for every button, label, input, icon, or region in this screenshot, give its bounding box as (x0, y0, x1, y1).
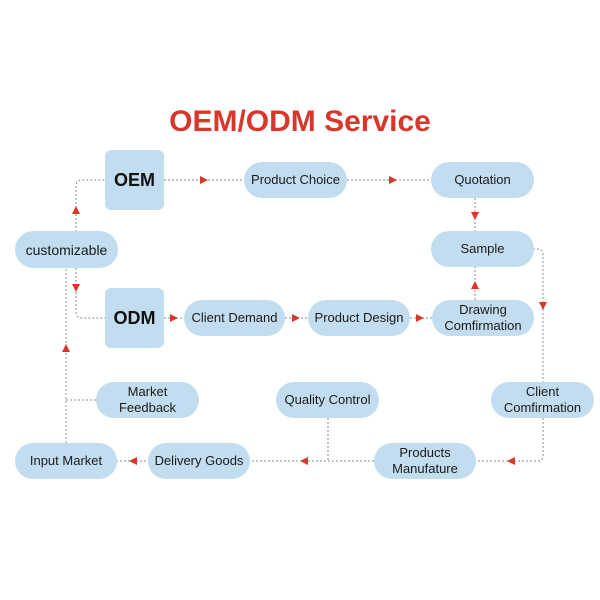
node-label: Product Design (314, 310, 404, 325)
node-quality-control[interactable]: Quality Control (276, 382, 379, 418)
node-odm[interactable]: ODM (105, 288, 164, 348)
node-label: Delivery Goods (154, 453, 244, 468)
arrow-up-icon (62, 344, 70, 352)
connector-client-confirmation-manufacture (476, 418, 544, 462)
diagram-title: OEM/ODM Service (169, 105, 431, 138)
node-delivery-goods[interactable]: Delivery Goods (148, 443, 250, 479)
node-customizable[interactable]: customizable (15, 231, 118, 268)
node-label: ODM (113, 308, 156, 328)
node-product-choice[interactable]: Product Choice (244, 162, 347, 198)
node-label: OEM (113, 170, 155, 190)
node-sample[interactable]: Sample (431, 231, 534, 267)
arrow-right-icon (389, 176, 397, 184)
arrow-up-icon (72, 206, 80, 214)
arrow-right-icon (292, 314, 300, 322)
node-quotation[interactable]: Quotation (431, 162, 534, 198)
node-oem[interactable]: OEM (105, 150, 164, 210)
node-label-line-2: Comfirmation (444, 318, 522, 333)
node-drawing-confirmation[interactable]: Drawing Comfirmation (432, 300, 534, 336)
arrow-down-icon (539, 302, 547, 310)
node-client-demand[interactable]: Client Demand (184, 300, 285, 336)
node-label: customizable (25, 241, 108, 258)
node-label: Product Choice (251, 172, 340, 187)
connector-customizable-oem (75, 179, 105, 232)
arrow-down-icon (471, 212, 479, 220)
node-label-line-2: Comfirmation (503, 400, 582, 415)
node-label-line-1: Market (127, 384, 168, 399)
node-input-market[interactable]: Input Market (15, 443, 117, 479)
node-label-line-2: Feedback (118, 400, 177, 415)
arrow-right-icon (416, 314, 424, 322)
node-label-line-1: Products (399, 445, 451, 460)
node-label: Input Market (29, 453, 103, 468)
node-label: Quality Control (284, 392, 371, 407)
node-label: Sample (460, 241, 505, 256)
arrow-down-icon (72, 284, 80, 292)
node-label-line-1: Drawing (459, 302, 507, 317)
node-product-design[interactable]: Product Design (308, 300, 410, 336)
node-label: Quotation (454, 172, 511, 187)
node-label-line-1: Client (525, 384, 560, 399)
node-products-manufacture[interactable]: Products Manufature (374, 443, 476, 479)
connector-sample-client-confirmation (533, 248, 544, 383)
node-market-feedback[interactable]: Market Feedback (96, 382, 199, 418)
arrow-up-icon (471, 281, 479, 289)
node-client-confirmation[interactable]: Client Comfirmation (491, 382, 594, 418)
node-label: Client Demand (191, 310, 278, 325)
arrow-left-icon (507, 457, 515, 465)
arrow-right-icon (200, 176, 208, 184)
connector-customizable-odm (75, 268, 105, 319)
arrow-left-icon (129, 457, 137, 465)
node-label-line-2: Manufature (392, 461, 458, 476)
arrow-right-icon (170, 314, 178, 322)
arrow-left-icon (300, 457, 308, 465)
